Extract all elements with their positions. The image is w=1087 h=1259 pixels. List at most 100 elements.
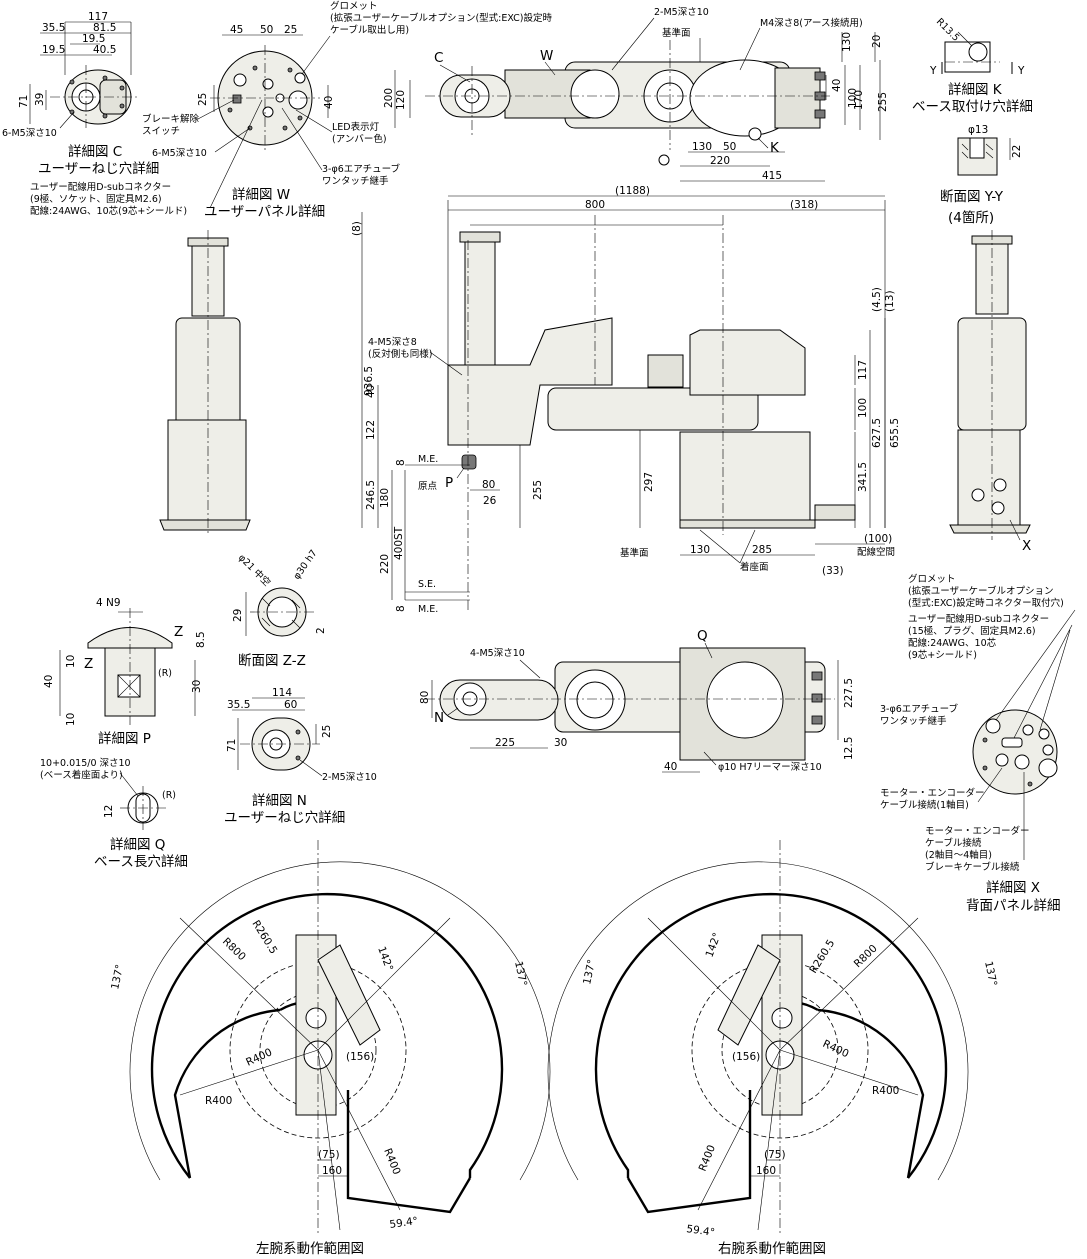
svg-text:ワンタッチ継手: ワンタッチ継手 — [322, 175, 389, 187]
screw-hole-icon — [119, 103, 125, 109]
svg-text:グロメット: グロメット — [330, 0, 378, 12]
left-range-boundary — [150, 892, 504, 1179]
front-view: 800 (318) (1188) (8) 936.5 40 122 246.5 … — [351, 185, 901, 615]
svg-text:137°: 137° — [109, 963, 126, 990]
svg-text:40: 40 — [831, 79, 843, 92]
svg-text:170: 170 — [853, 90, 865, 110]
k-slot-icon — [968, 42, 988, 62]
svg-text:R260.5: R260.5 — [807, 938, 837, 976]
svg-text:627.5: 627.5 — [871, 418, 883, 448]
ball-screw-spline — [464, 241, 496, 373]
svg-text:137°: 137° — [512, 960, 529, 987]
svg-text:246.5: 246.5 — [365, 480, 377, 510]
svg-text:800: 800 — [585, 199, 605, 211]
svg-text:285: 285 — [752, 544, 772, 556]
svg-text:Y: Y — [929, 65, 937, 77]
label-k: K — [770, 140, 780, 156]
svg-text:255: 255 — [532, 480, 544, 500]
svg-text:R400: R400 — [244, 1046, 274, 1068]
svg-text:ブレーキ解除: ブレーキ解除 — [142, 113, 200, 125]
detail-w-title: 詳細図 W — [232, 187, 290, 203]
detail-q: 10+0.015/0 深さ10 (ベース着座面より) 12 (R) 詳細図 Q … — [40, 758, 188, 870]
svg-text:M4深さ8(アース接続用): M4深さ8(アース接続用) — [760, 17, 863, 29]
svg-text:59.4°: 59.4° — [389, 1215, 419, 1231]
section-z-title: 断面図 Z-Z — [238, 653, 306, 669]
svg-text:ケーブル接続: ケーブル接続 — [925, 837, 982, 849]
svg-text:(15極、プラグ、固定具M2.6): (15極、プラグ、固定具M2.6) — [908, 625, 1036, 637]
svg-text:40: 40 — [365, 385, 377, 398]
svg-text:ケーブル取出し用): ケーブル取出し用) — [330, 24, 409, 36]
svg-text:6-M5深さ10: 6-M5深さ10 — [2, 128, 57, 139]
svg-text:ブレーキケーブル接続: ブレーキケーブル接続 — [925, 861, 1020, 873]
right-side-view: X — [949, 230, 1031, 554]
svg-text:130: 130 — [690, 544, 710, 556]
svg-text:φ13: φ13 — [968, 124, 988, 136]
svg-text:35.5: 35.5 — [227, 699, 250, 711]
svg-text:45: 45 — [230, 24, 243, 36]
svg-text:160: 160 — [322, 1165, 342, 1177]
label-c: C — [434, 50, 443, 66]
svg-text:19.5: 19.5 — [82, 33, 105, 45]
svg-text:50: 50 — [260, 24, 273, 36]
left-range-title: 左腕系動作範囲図 — [256, 1241, 364, 1257]
svg-text:スイッチ: スイッチ — [142, 126, 180, 137]
svg-text:ユーザーパネル詳細: ユーザーパネル詳細 — [204, 204, 325, 220]
section-y-y: φ13 22 断面図 Y-Y (4箇所) — [940, 124, 1023, 226]
dim-117: 117 — [88, 11, 108, 23]
svg-text:40: 40 — [664, 761, 677, 773]
svg-text:220: 220 — [710, 155, 730, 167]
svg-text:(4.5): (4.5) — [871, 287, 883, 312]
svg-text:R400: R400 — [381, 1147, 402, 1177]
svg-text:ワンタッチ継手: ワンタッチ継手 — [880, 715, 947, 727]
left-side-view — [159, 230, 251, 535]
svg-text:8: 8 — [395, 459, 407, 466]
svg-text:(アンバー色): (アンバー色) — [332, 133, 387, 145]
front-base — [679, 431, 811, 523]
screw-hole-icon — [119, 85, 125, 91]
svg-text:R800: R800 — [852, 943, 880, 971]
svg-text:12.5: 12.5 — [843, 737, 855, 760]
svg-text:255: 255 — [877, 92, 889, 112]
svg-text:35.5: 35.5 — [42, 22, 65, 34]
grommet-icon — [294, 72, 306, 84]
label-w: W — [540, 48, 553, 64]
svg-text:R13.5: R13.5 — [934, 16, 961, 43]
svg-text:10: 10 — [65, 655, 77, 668]
svg-text:基準面: 基準面 — [662, 27, 691, 39]
svg-text:220: 220 — [379, 554, 391, 574]
svg-text:10: 10 — [65, 713, 77, 726]
svg-text:2: 2 — [315, 627, 327, 634]
svg-text:(75): (75) — [764, 1149, 786, 1161]
svg-text:ケーブル接続(1軸目): ケーブル接続(1軸目) — [880, 799, 969, 811]
svg-text:配線空間: 配線空間 — [857, 546, 895, 558]
label-x: X — [1022, 538, 1031, 554]
svg-text:122: 122 — [365, 420, 377, 440]
svg-text:φ10 H7リーマー深さ10: φ10 H7リーマー深さ10 — [718, 762, 822, 773]
svg-text:(反対側も同様): (反対側も同様) — [368, 348, 432, 360]
screw-hole-icon — [102, 113, 108, 119]
detail-c: 117 81.5 35.5 19.5 19.5 40.5 71 39 6-M5深… — [2, 11, 159, 177]
svg-text:227.5: 227.5 — [843, 678, 855, 708]
svg-text:2-M5深さ10: 2-M5深さ10 — [322, 772, 377, 783]
svg-text:R400: R400 — [821, 1038, 851, 1060]
svg-text:(9極、ソケット、固定具M2.6): (9極、ソケット、固定具M2.6) — [30, 193, 162, 205]
detail-c-title: 詳細図 C — [68, 144, 122, 160]
svg-text:100: 100 — [857, 398, 869, 418]
svg-text:4-M5深さ8: 4-M5深さ8 — [368, 337, 417, 348]
svg-text:160: 160 — [756, 1165, 776, 1177]
svg-text:225: 225 — [495, 737, 515, 749]
svg-text:142°: 142° — [704, 931, 724, 959]
svg-text:詳細図 K: 詳細図 K — [948, 82, 1003, 98]
svg-text:80: 80 — [419, 691, 431, 704]
left-arm-range: 137° 137° 142° R800 R260.5 R400 R400 R40… — [109, 840, 551, 1257]
svg-text:(ベース着座面より): (ベース着座面より) — [40, 769, 123, 781]
svg-text:60: 60 — [284, 699, 297, 711]
detail-p: 4 N9 Z Z 8.5 10 40 10 30 (R) 詳細図 P — [43, 597, 207, 747]
svg-text:117: 117 — [857, 360, 869, 380]
svg-text:30: 30 — [191, 680, 203, 693]
svg-text:グロメット: グロメット — [908, 573, 956, 585]
svg-text:原点: 原点 — [418, 481, 438, 492]
svg-text:2-M5深さ10: 2-M5深さ10 — [654, 7, 709, 18]
svg-text:(4箇所): (4箇所) — [948, 209, 994, 226]
